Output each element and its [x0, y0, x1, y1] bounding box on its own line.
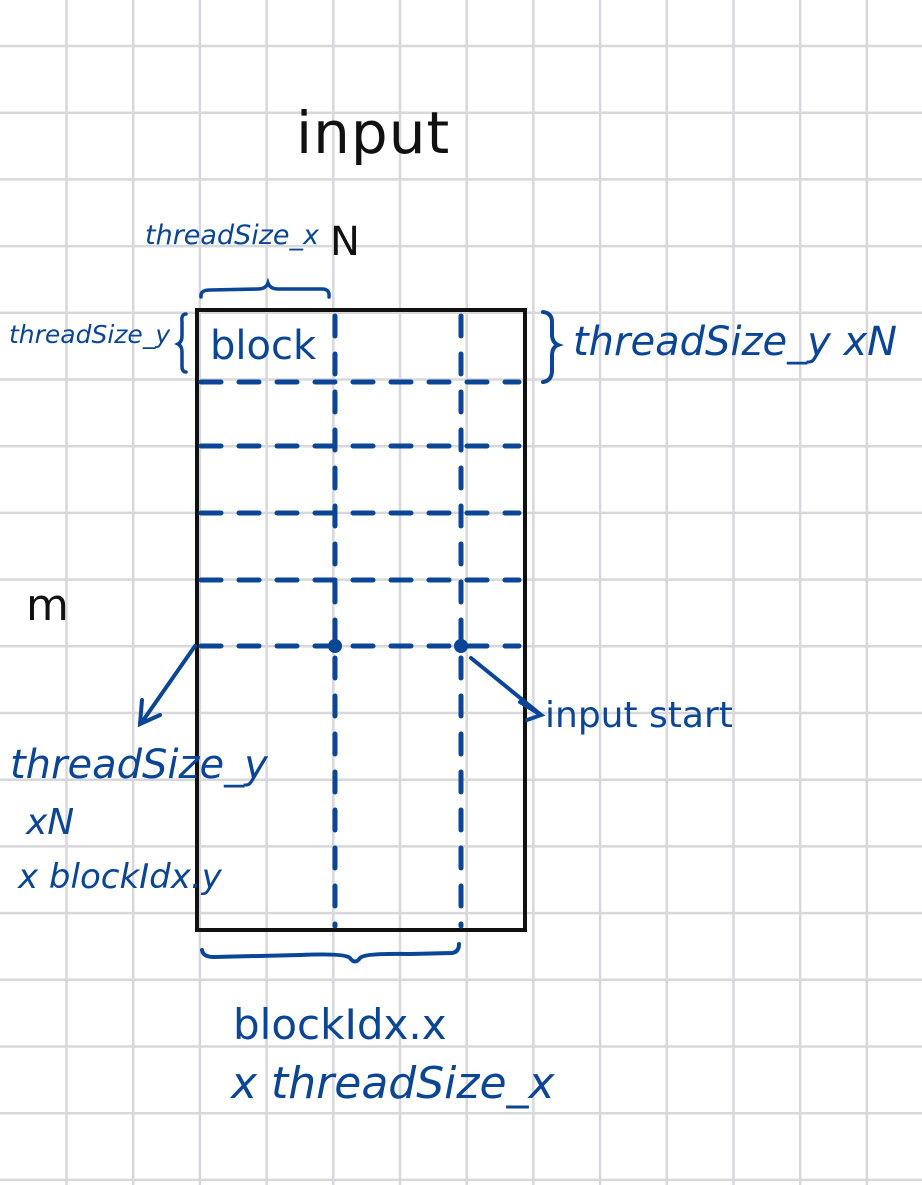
- label-left-offset-2: xN: [26, 802, 75, 843]
- label-left-offset-3: x blockIdx.y: [18, 857, 222, 897]
- label-left-offset-1: threadSize_y: [10, 742, 268, 788]
- brace-bottom-offset: [200, 942, 461, 964]
- block-column-dividers: [332, 313, 464, 929]
- label-n-columns: N: [330, 219, 360, 265]
- block-row-dividers: [198, 379, 522, 649]
- arrow-left-offset-icon: [137, 644, 197, 728]
- arrow-input-start-icon: [469, 656, 546, 722]
- label-input-start: input start: [545, 695, 733, 736]
- input-start-points: [328, 639, 468, 653]
- brace-thread-size-x: [199, 277, 331, 299]
- label-row-stride: threadSize_y xN: [573, 319, 898, 365]
- label-block: block: [210, 323, 317, 369]
- input-matrix-outline: [195, 308, 527, 932]
- brace-right-row: [541, 310, 564, 384]
- label-thread-size-x: threadSize_x: [145, 220, 319, 251]
- brace-thread-size-y: [174, 312, 188, 374]
- label-m-rows: m: [26, 580, 69, 631]
- label-bottom-offset-1: blockIdx.x: [233, 1000, 447, 1049]
- title-input: input: [296, 99, 451, 167]
- label-bottom-offset-2: x threadSize_x: [231, 1058, 555, 1109]
- label-thread-size-y: threadSize_y: [9, 320, 171, 349]
